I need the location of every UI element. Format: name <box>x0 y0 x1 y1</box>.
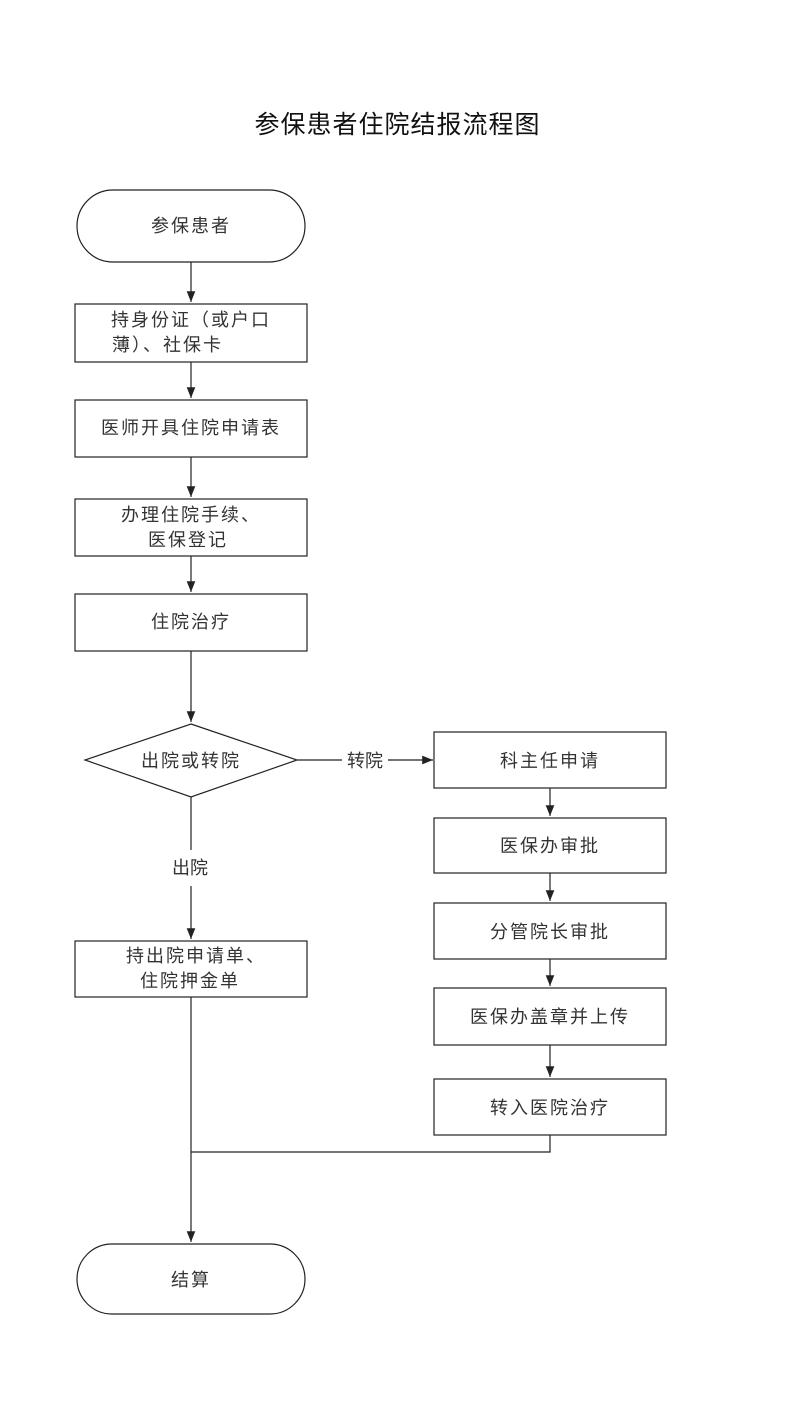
end-label: 结算 <box>171 1270 211 1291</box>
start-terminal <box>76 189 306 263</box>
decision-diamond <box>83 723 299 798</box>
end-terminal <box>76 1243 306 1315</box>
start-label: 参保患者 <box>151 216 231 237</box>
stamp-upload-label: 医保办盖章并上传 <box>470 1007 630 1028</box>
admission-label-line2: 医保登记 <box>148 530 228 551</box>
admission-box <box>74 498 308 557</box>
transfer-treat-label: 转入医院治疗 <box>490 1098 610 1119</box>
treatment-label: 住院治疗 <box>151 612 231 633</box>
transfer-treat-box <box>433 1078 667 1136</box>
vp-approve-box <box>433 902 667 960</box>
doctor-form-label: 医师开具住院申请表 <box>101 418 281 439</box>
doctor-form-box <box>74 399 308 458</box>
id-docs-label-line1: 持身份证（或户口 <box>111 310 271 331</box>
insurance-approve-label: 医保办审批 <box>500 836 600 857</box>
dept-apply-box <box>433 731 667 789</box>
treatment-box <box>74 593 308 652</box>
edge-transfer-treat-merge <box>191 1135 551 1153</box>
page-title: 参保患者住院结报流程图 <box>254 110 541 139</box>
stamp-upload-box <box>433 987 667 1046</box>
discharge-docs-label-line2: 住院押金单 <box>140 971 240 992</box>
decision-label: 出院或转院 <box>141 751 241 772</box>
id-docs-label-line2: 薄）、社保卡 <box>112 335 223 356</box>
id-docs-box <box>74 303 308 363</box>
insurance-approve-box <box>433 817 667 874</box>
admission-label-line1: 办理住院手续、 <box>121 505 261 526</box>
edge-label-discharge: 出院 <box>172 858 208 879</box>
vp-approve-label: 分管院长审批 <box>490 922 610 943</box>
edge-label-transfer: 转院 <box>347 751 383 772</box>
dept-apply-label: 科主任申请 <box>500 751 600 772</box>
discharge-docs-box <box>74 940 308 998</box>
discharge-docs-label-line1: 持出院申请单、 <box>126 946 266 967</box>
